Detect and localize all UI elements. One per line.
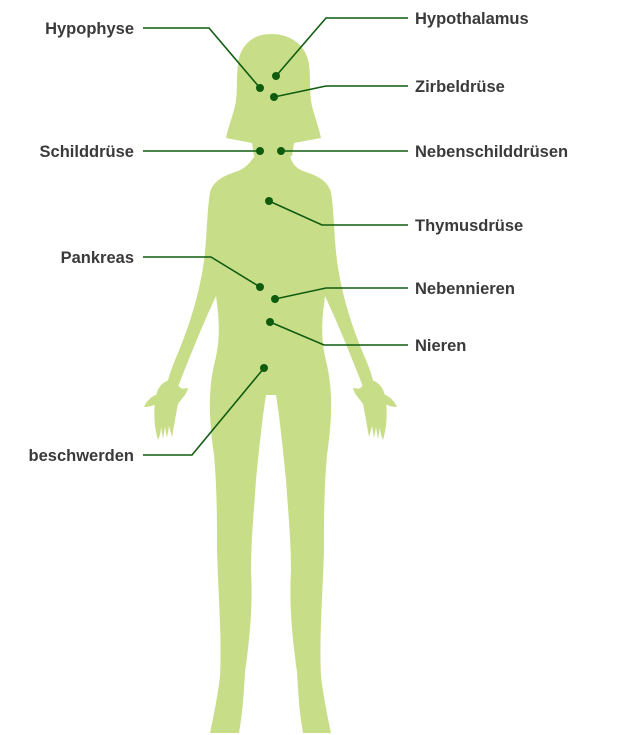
dot-nebennieren — [271, 295, 279, 303]
label-pankreas: Pankreas — [61, 249, 134, 267]
dot-beschwerden — [260, 364, 268, 372]
label-nebennieren: Nebennieren — [415, 280, 515, 298]
dot-zirbeldruese — [270, 93, 278, 101]
dot-thymusdruese — [265, 197, 273, 205]
dot-hypophyse — [256, 84, 264, 92]
label-schilddruese: Schilddrüse — [40, 143, 134, 161]
body-silhouette — [144, 34, 397, 733]
silhouette-body — [167, 154, 374, 733]
label-nebenschilddruesen: Nebenschilddrüsen — [415, 143, 568, 161]
label-hypothalamus: Hypothalamus — [415, 10, 529, 28]
label-hypophyse: Hypophyse — [45, 20, 134, 38]
label-zirbeldruese: Zirbeldrüse — [415, 78, 505, 96]
silhouette-right-hand — [353, 380, 387, 440]
label-thymusdruese: Thymusdrüse — [415, 217, 523, 235]
label-nieren: Nieren — [415, 337, 466, 355]
label-beschwerden: beschwerden — [29, 447, 134, 465]
dot-pankreas — [256, 283, 264, 291]
dot-schilddruese — [256, 147, 264, 155]
dot-nieren — [266, 318, 274, 326]
silhouette-left-hand — [154, 380, 188, 440]
dot-hypothalamus — [272, 72, 280, 80]
dot-nebenschilddruesen — [277, 147, 285, 155]
